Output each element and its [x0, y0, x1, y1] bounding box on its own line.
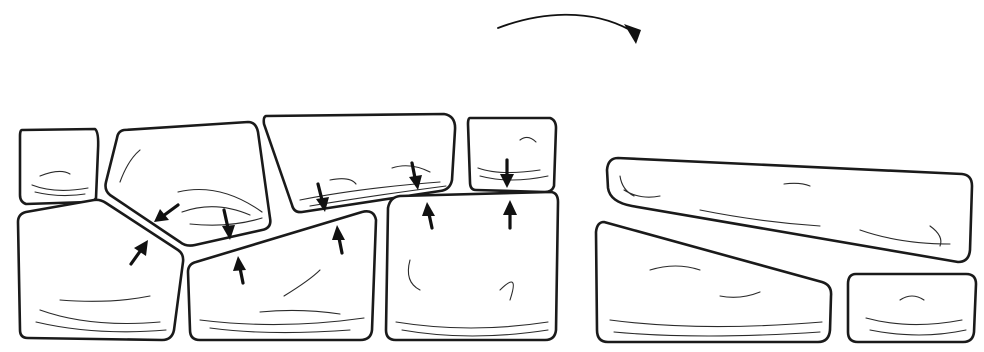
wall-before-panel	[18, 114, 558, 340]
transition-arrow-curve	[498, 15, 630, 30]
transition-arrow-head	[624, 24, 641, 44]
transition-arrow	[498, 15, 641, 44]
stone-top-left-small	[20, 129, 98, 204]
stone-after-bottom-right	[848, 274, 976, 342]
stone-bottom-third	[386, 192, 558, 340]
wall-after-panel	[596, 158, 976, 342]
stone-after-bottom-left	[596, 222, 831, 342]
stone-top-right-small	[468, 118, 556, 192]
